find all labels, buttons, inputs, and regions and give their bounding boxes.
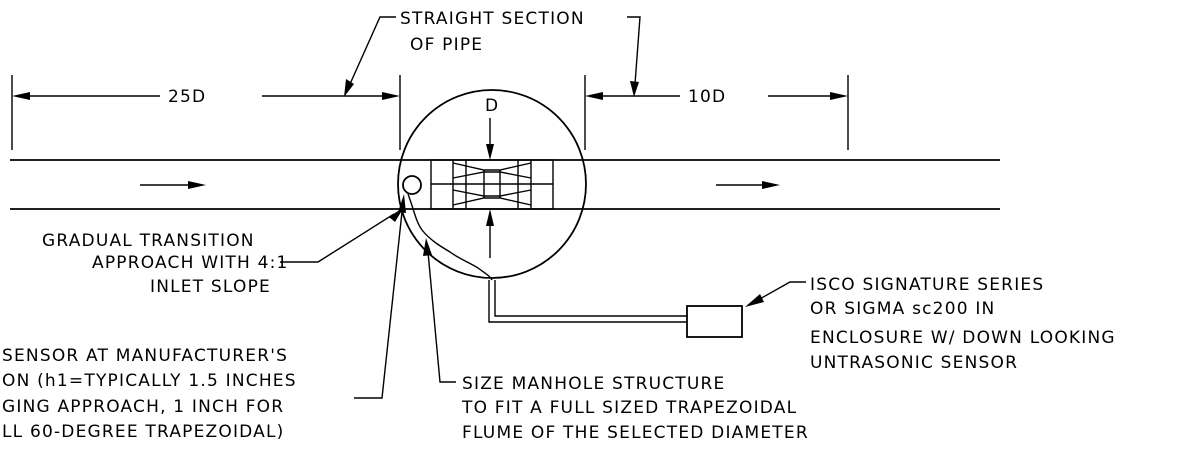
manhole-leader xyxy=(423,238,456,383)
gradual-transition-line3: INLET SLOPE xyxy=(150,277,271,297)
straight-section-label-line2: OF PIPE xyxy=(410,35,483,55)
manhole-circle xyxy=(397,89,587,279)
sensor-leader xyxy=(354,194,406,399)
upstream-dimension-label: 25D xyxy=(168,87,206,107)
manhole-label-line2: TO FIT A FULL SIZED TRAPEZOIDAL xyxy=(461,398,797,418)
enclosure-box xyxy=(686,305,743,338)
isco-label-line1: ISCO SIGNATURE SERIES xyxy=(810,275,1044,295)
sensor-label-line4: LL 60-DEGREE TRAPEZOIDAL) xyxy=(2,422,285,442)
sensor-label-line3: GING APPROACH, 1 INCH FOR xyxy=(2,397,284,417)
downstream-dimension xyxy=(584,75,849,150)
isco-leader xyxy=(745,281,806,307)
sensor-label-line2: ON (h1=TYPICALLY 1.5 INCHES xyxy=(2,371,297,391)
flow-arrow-downstream xyxy=(716,181,780,189)
straight-section-label-line1: STRAIGHT SECTION xyxy=(400,9,585,29)
upstream-dimension xyxy=(11,75,401,150)
manhole-label-line3: FLUME OF THE SELECTED DIAMETER xyxy=(462,423,809,443)
sensor-cable xyxy=(407,193,687,323)
gradual-transition-line2: APPROACH WITH 4:1 xyxy=(92,253,289,273)
flume-structure xyxy=(430,159,554,210)
isco-label-line2: OR SIGMA sc200 IN xyxy=(810,299,995,319)
gradual-transition-leader xyxy=(280,207,404,263)
downstream-dimension-label: 10D xyxy=(688,87,726,107)
sensor-circle xyxy=(402,175,422,195)
flow-arrow-upstream xyxy=(140,181,206,189)
diameter-label: D xyxy=(485,96,499,116)
sensor-label-line1: SENSOR AT MANUFACTURER'S xyxy=(2,346,288,366)
isco-label-line4: UNTRASONIC SENSOR xyxy=(810,353,1018,373)
diameter-dimension xyxy=(486,118,494,258)
straight-section-leaders xyxy=(344,16,641,97)
manhole-label-line1: SIZE MANHOLE STRUCTURE xyxy=(462,374,725,394)
isco-label-line3: ENCLOSURE W/ DOWN LOOKING xyxy=(810,328,1116,348)
gradual-transition-line1: GRADUAL TRANSITION xyxy=(42,231,255,251)
